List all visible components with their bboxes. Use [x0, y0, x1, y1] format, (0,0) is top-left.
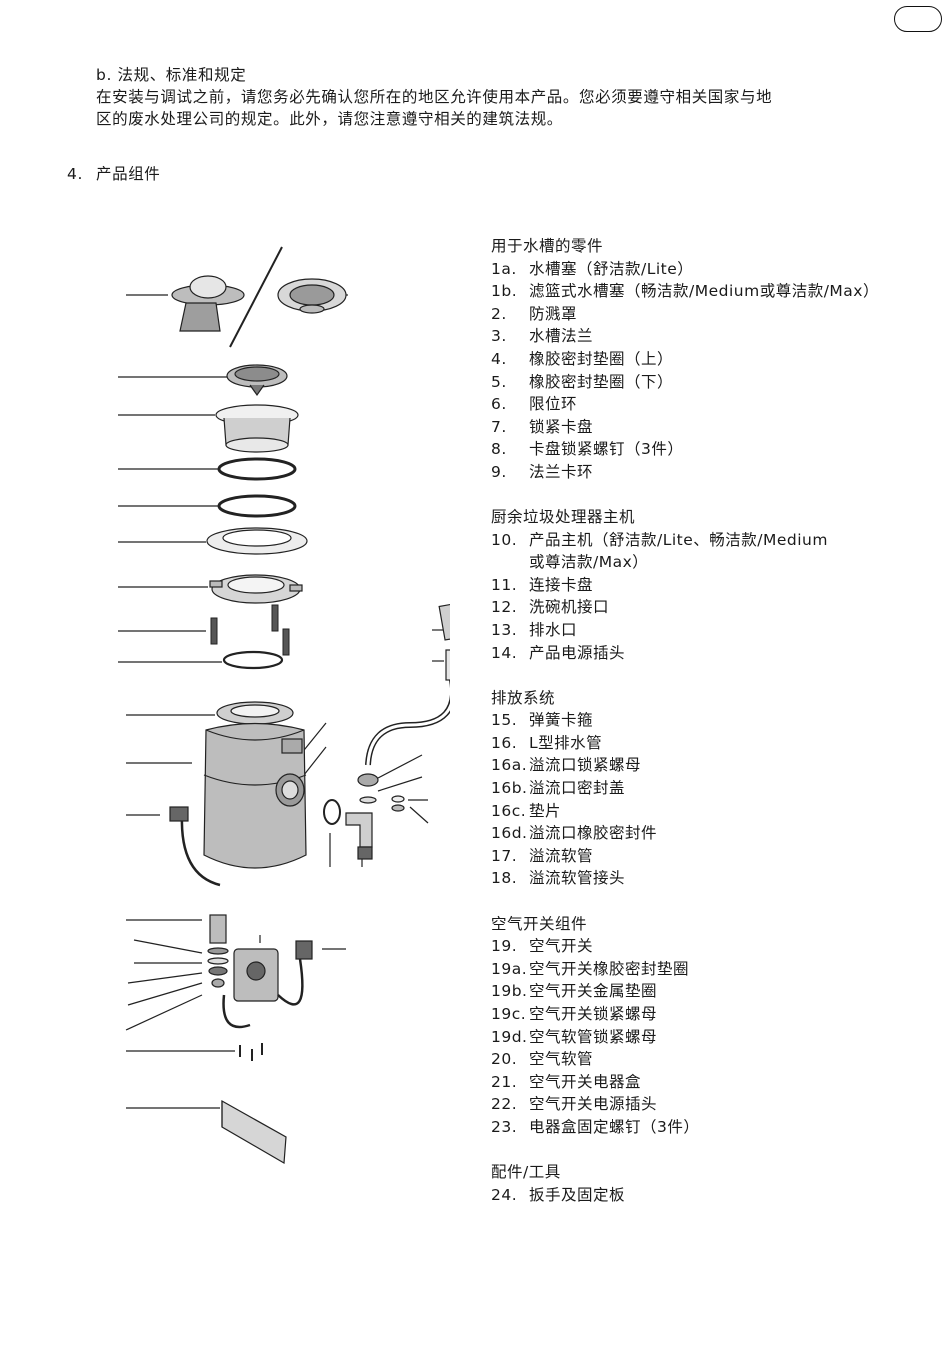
list-item: 16d.溢流口橡胶密封件 — [491, 824, 658, 843]
section-regulations: b. 法规、标准和规定 在安装与调试之前，请您务必先确认您所在的地区允许使用本产… — [96, 64, 916, 130]
list-item: 24.扳手及固定板 — [491, 1185, 626, 1204]
list-item: 1a.水槽塞（舒洁款/Lite） — [491, 259, 694, 278]
list-item: 10.产品主机（舒洁款/Lite、畅洁款/Medium — [491, 530, 828, 549]
group-title-accessories: 配件/工具 — [491, 1162, 561, 1181]
list-item: 22.空气开关电源插头 — [491, 1095, 658, 1114]
list-item: 5.橡胶密封垫圈（下） — [491, 372, 674, 391]
list-item: 15.弹簧卡箍 — [491, 711, 594, 730]
list-item: 23.电器盒固定螺钉（3件） — [491, 1117, 700, 1136]
list-item: 13.排水口 — [491, 621, 578, 639]
list-item: 19d.空气软管锁紧螺母 — [491, 1027, 658, 1046]
exploded-view-diagram — [118, 246, 450, 1164]
list-item: 17.溢流软管 — [491, 846, 594, 865]
list-item: 19b.空气开关金属垫圈 — [491, 982, 658, 1001]
list-item-continuation: 或尊洁款/Max） — [529, 553, 649, 572]
list-item: 19c.空气开关锁紧螺母 — [491, 1004, 658, 1023]
list-item: 4.橡胶密封垫圈（上） — [491, 349, 674, 368]
list-item: 3.水槽法兰 — [491, 327, 594, 346]
language-badge — [894, 6, 942, 32]
section-components-heading: 4. 产品组件 — [67, 162, 160, 184]
list-item: 6.限位环 — [491, 395, 578, 414]
list-item: 16c.垫片 — [491, 801, 562, 820]
list-item: 21.空气开关电器盒 — [491, 1072, 642, 1091]
list-item: 19.空气开关 — [491, 937, 594, 956]
list-item: 16a.溢流口锁紧螺母 — [491, 756, 642, 775]
group-title-drain: 排放系统 — [491, 688, 556, 707]
list-item: 16.L型排水管 — [491, 733, 603, 752]
section-4-title: 产品组件 — [96, 165, 161, 183]
list-item: 2.防溅罩 — [491, 304, 578, 323]
list-item: 20.空气软管 — [491, 1050, 594, 1069]
parts-list: 用于水槽的零件 1a.水槽塞（舒洁款/Lite） 1b.滤篮式水槽塞（畅洁款/M… — [491, 235, 941, 1206]
list-item: 7.锁紧卡盘 — [491, 417, 594, 436]
group-title-air-switch: 空气开关组件 — [491, 914, 588, 933]
section-b-line-1: 在安装与调试之前，请您务必先确认您所在的地区允许使用本产品。您必须要遵守相关国家… — [96, 88, 773, 106]
section-b-line-2: 区的废水处理公司的规定。此外，请您注意遵守相关的建筑法规。 — [96, 110, 563, 128]
list-item: 9.法兰卡环 — [491, 462, 594, 481]
list-item: 1b.滤篮式水槽塞（畅洁款/Medium或尊洁款/Max） — [491, 282, 879, 301]
list-item: 19a.空气开关橡胶密封垫圈 — [491, 959, 690, 978]
section-b-title: b. 法规、标准和规定 — [96, 66, 247, 84]
group-title-sink: 用于水槽的零件 — [491, 237, 604, 255]
list-item: 18.溢流软管接头 — [491, 869, 626, 888]
list-item: 14.产品电源插头 — [491, 643, 626, 662]
section-4-number: 4. — [67, 165, 83, 183]
list-item: 12.洗碗机接口 — [491, 598, 610, 617]
list-item: 11.连接卡盘 — [491, 575, 594, 594]
group-title-main-unit: 厨余垃圾处理器主机 — [491, 508, 636, 527]
list-item: 8.卡盘锁紧螺钉（3件） — [491, 440, 684, 459]
list-item: 16b.溢流口密封盖 — [491, 779, 626, 798]
